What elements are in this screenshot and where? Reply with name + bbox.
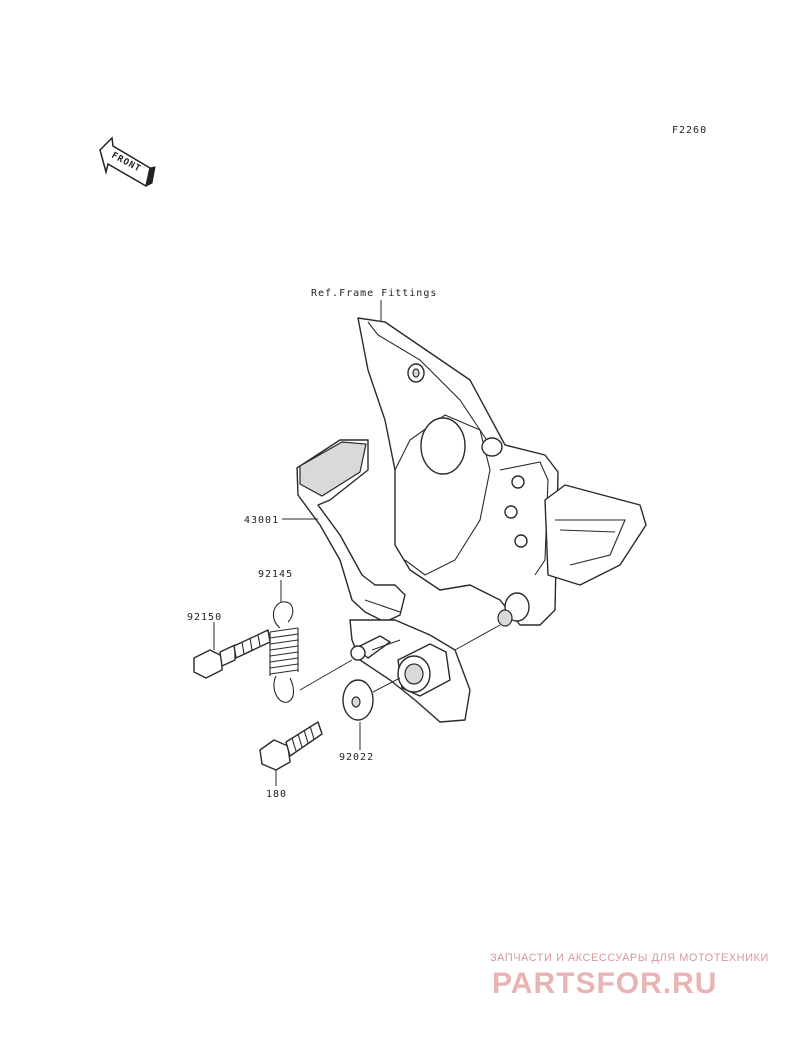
collar-axis-line: [454, 624, 501, 651]
bolt-180: [259, 721, 323, 771]
pin-axis-line: [371, 639, 401, 651]
diagram-code: F2260: [672, 125, 707, 136]
collar: [397, 643, 451, 697]
pin-leader-line: [299, 659, 353, 691]
watermark: ЗАПЧАСТИ И АКСЕССУАРЫ ДЛЯ МОТОТЕХНИКИ PA…: [490, 952, 769, 1000]
bolt-92150: [193, 629, 271, 679]
washer-axis-line: [372, 677, 401, 693]
part-number-92145: 92145: [258, 569, 293, 580]
front-arrow-icon: FRONT: [99, 136, 156, 188]
washer: [342, 679, 374, 721]
part-number-43001: 43001: [244, 515, 279, 526]
ref-frame-label: Ref.Frame Fittings: [311, 288, 437, 299]
frame-bracket: [357, 317, 647, 627]
part-number-180: 180: [266, 789, 287, 800]
watermark-subtitle: ЗАПЧАСТИ И АКСЕССУАРЫ ДЛЯ МОТОТЕХНИКИ: [490, 952, 769, 964]
watermark-brand: PARTSFOR.RU: [492, 967, 717, 1000]
pedal-pin: [350, 635, 391, 661]
return-spring: [269, 601, 299, 703]
part-number-92022: 92022: [339, 752, 374, 763]
part-number-92150: 92150: [187, 612, 222, 623]
